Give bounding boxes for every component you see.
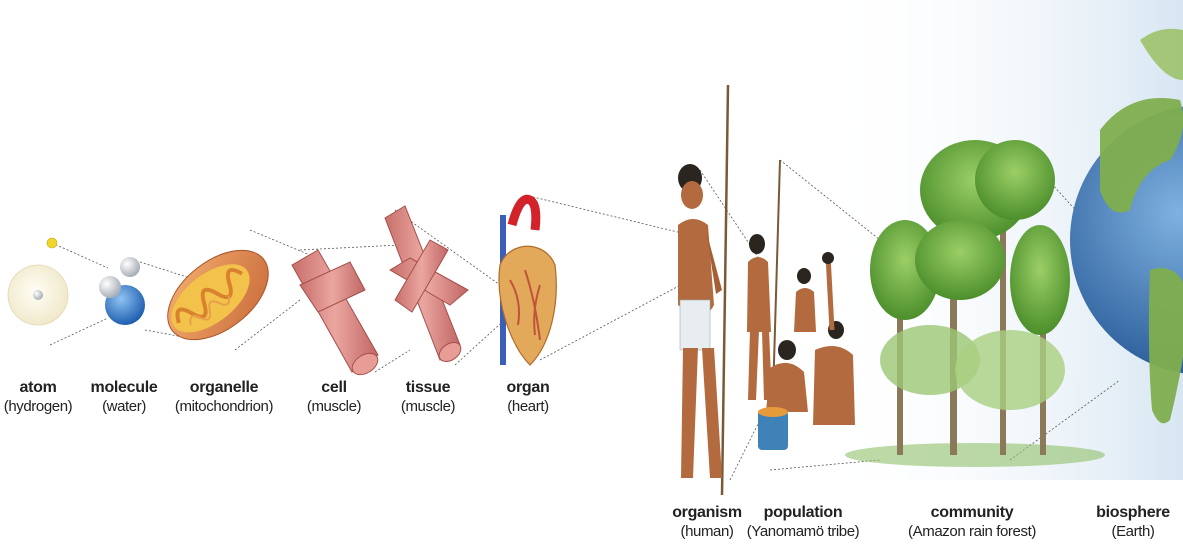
molecule-illustration	[99, 257, 145, 325]
level-example: (Amazon rain forest)	[897, 522, 1047, 541]
level-example: (heart)	[453, 397, 603, 416]
level-example: (Earth)	[1058, 522, 1183, 541]
organism-illustration	[678, 85, 728, 495]
organ-illustration	[499, 199, 556, 365]
level-label-organ: organ (heart)	[453, 378, 603, 416]
level-name: community	[897, 503, 1047, 522]
level-label-population: population (Yanomamö tribe)	[728, 503, 878, 541]
cell-illustration	[292, 250, 382, 379]
level-label-community: community (Amazon rain forest)	[897, 503, 1047, 541]
level-name: population	[728, 503, 878, 522]
atom-illustration	[8, 238, 68, 325]
level-name: biosphere	[1058, 503, 1183, 522]
level-name: organ	[453, 378, 603, 397]
level-example: (Yanomamö tribe)	[728, 522, 878, 541]
tissue-illustration	[385, 206, 468, 365]
organelle-illustration	[151, 232, 284, 357]
level-label-biosphere: biosphere (Earth)	[1058, 503, 1183, 541]
